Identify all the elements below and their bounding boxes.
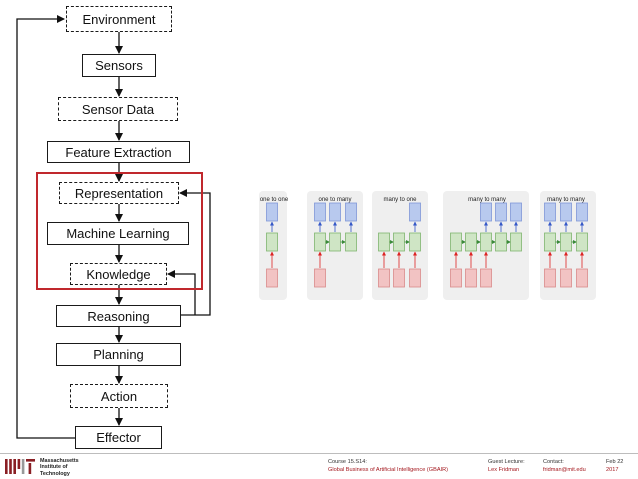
node-action-label: Action: [100, 388, 138, 404]
rnn-input-cell: [393, 268, 405, 288]
rnn-output-cell: [345, 202, 357, 222]
rnn-hidden-cell: [450, 232, 462, 252]
logo-line: Massachusetts: [40, 458, 79, 464]
rnn-hidden-cell: [495, 232, 507, 252]
footer-course: Course 15.S14: Global Business of Artifi…: [328, 459, 448, 474]
rnn-hidden-cell: [393, 232, 405, 252]
rnn-input-cell: [266, 268, 278, 288]
node-machine-learning-label: Machine Learning: [66, 226, 170, 241]
node-representation-label: Representation: [74, 185, 164, 201]
node-planning: Planning: [56, 343, 181, 366]
node-sensors: Sensors: [82, 54, 156, 77]
rnn-output-cell: [495, 202, 507, 222]
rnn-hidden-cell: [314, 232, 326, 252]
rnn-hidden-cell: [465, 232, 477, 252]
rnn-input-cell: [544, 268, 556, 288]
node-sensor-data-label: Sensor Data: [81, 101, 155, 117]
rnn-input-cell: [450, 268, 462, 288]
node-planning-label: Planning: [93, 347, 144, 362]
rnn-panel-title: many to many: [468, 197, 506, 203]
rnn-hidden-cell: [576, 232, 588, 252]
rnn-hidden-cell: [266, 232, 278, 252]
footer-lecture-label: Guest Lecture:: [488, 459, 525, 465]
rnn-hidden-cell: [510, 232, 522, 252]
node-knowledge-label: Knowledge: [86, 266, 151, 282]
rnn-output-cell: [560, 202, 572, 222]
node-environment-label: Environment: [82, 11, 156, 27]
node-effector: Effector: [75, 426, 162, 449]
node-sensors-label: Sensors: [95, 58, 143, 73]
node-knowledge: Knowledge: [70, 263, 167, 285]
node-feature-extraction-label: Feature Extraction: [65, 144, 172, 160]
rnn-input-cell: [576, 268, 588, 288]
mit-wordmark: Massachusetts Institute of Technology: [40, 458, 79, 477]
logo-line: Technology: [40, 470, 70, 477]
footer-date-year: 2017: [606, 466, 619, 473]
footer-contact-email: fridman@mit.edu: [543, 466, 586, 473]
footer-contact-label: Contact:: [543, 459, 564, 465]
footer-course-label: Course 15.S14:: [328, 459, 367, 465]
learning-highlight-frame: [36, 172, 203, 290]
node-action: Action: [70, 384, 168, 408]
rnn-input-cell: [560, 268, 572, 288]
rnn-input-cell: [480, 268, 492, 288]
rnn-panel-title: many to one: [383, 197, 417, 203]
rnn-input-cell: [378, 268, 390, 288]
rnn-hidden-cell: [480, 232, 492, 252]
rnn-output-cell: [329, 202, 341, 222]
rnn-input-cell: [409, 268, 421, 288]
footer-lecturer: Lex Fridman: [488, 466, 520, 473]
rnn-output-cell: [576, 202, 588, 222]
rnn-hidden-cell: [329, 232, 341, 252]
node-representation: Representation: [59, 182, 179, 204]
footer-divider: [0, 453, 638, 454]
node-sensor-data: Sensor Data: [58, 97, 178, 121]
mit-logo-icon: [5, 459, 35, 474]
rnn-output-cell: [544, 202, 556, 222]
rnn-output-cell: [314, 202, 326, 222]
footer-date-month: Feb 22: [606, 459, 624, 465]
rnn-output-cell: [480, 202, 492, 222]
rnn-panel-title: many to many: [547, 197, 585, 203]
footer-lecture: Guest Lecture: Lex Fridman: [488, 459, 525, 474]
footer-course-name: Global Business of Artificial Intelligen…: [328, 466, 449, 473]
rnn-output-cell: [409, 202, 421, 222]
rnn-hidden-cell: [544, 232, 556, 252]
rnn-hidden-cell: [560, 232, 572, 252]
rnn-hidden-cell: [409, 232, 421, 252]
node-environment: Environment: [66, 6, 172, 32]
rnn-panel-title: one to many: [318, 197, 351, 203]
rnn-input-cell: [465, 268, 477, 288]
footer-date: Feb 22 2017: [606, 459, 623, 474]
node-reasoning: Reasoning: [56, 305, 181, 327]
node-feature-extraction: Feature Extraction: [47, 141, 190, 163]
rnn-panel-title: one to one: [260, 197, 289, 203]
rnn-output-cell: [510, 202, 522, 222]
rnn-hidden-cell: [378, 232, 390, 252]
node-reasoning-label: Reasoning: [87, 308, 150, 324]
logo-line: Institute of: [40, 464, 68, 471]
node-machine-learning: Machine Learning: [47, 222, 189, 245]
rnn-output-cell: [266, 202, 278, 222]
rnn-hidden-cell: [345, 232, 357, 252]
rnn-input-cell: [314, 268, 326, 288]
feedback-reasoning-knowledge: [167, 270, 196, 315]
footer-contact: Contact: fridman@mit.edu: [543, 459, 586, 474]
node-effector-label: Effector: [96, 430, 141, 445]
feedback-effector-environment: [16, 15, 75, 439]
